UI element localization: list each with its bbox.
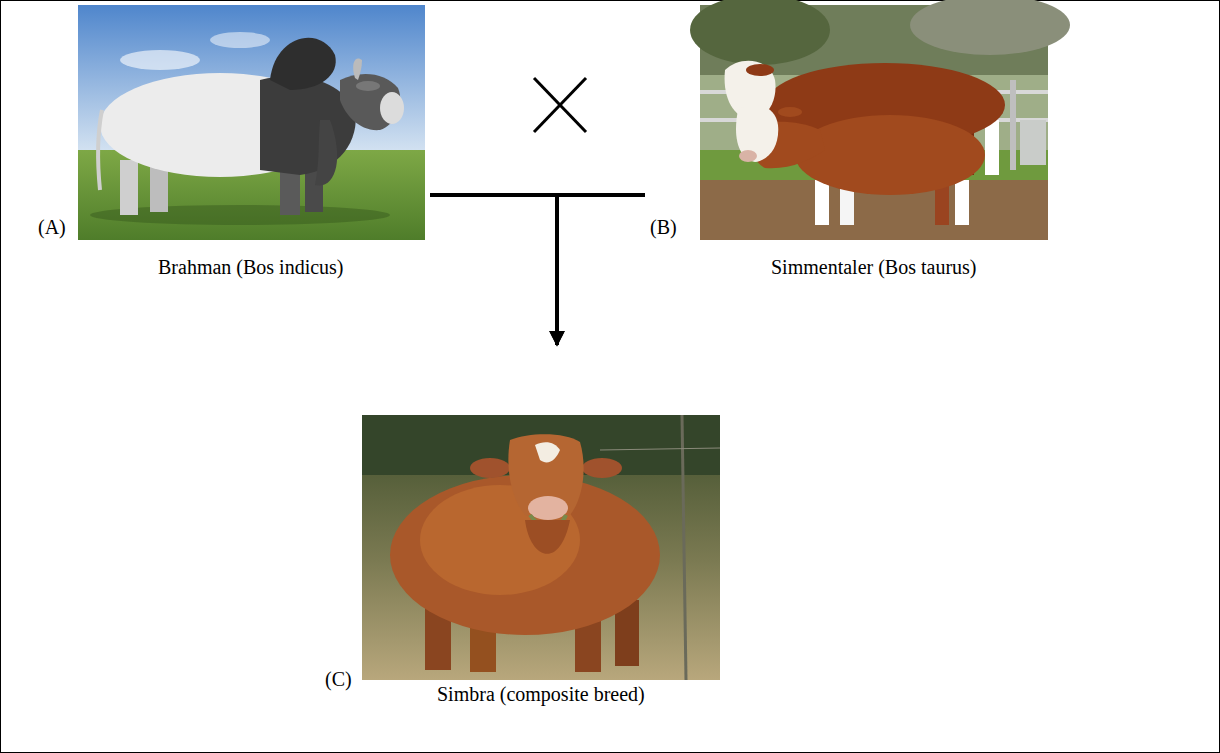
- cross-symbol: [534, 78, 586, 132]
- simbra-photo: [528, 496, 568, 520]
- cross-symbol: [534, 78, 586, 132]
- panel-letter: (B): [650, 215, 677, 239]
- cross-symbol: [534, 78, 586, 132]
- panel-letter: (C): [325, 667, 352, 691]
- simbra-photo: [362, 415, 720, 680]
- simmentaler-photo: [690, 0, 830, 65]
- brahman-photo: [315, 120, 337, 186]
- brahman-photo: [270, 38, 336, 90]
- simmentaler-photo: [815, 180, 829, 225]
- simmentaler-photo: [985, 120, 999, 175]
- breed-caption: Brahman (Bos indicus): [158, 255, 344, 279]
- brahman-photo: [120, 50, 200, 70]
- simbra-photo: [420, 485, 580, 595]
- brahman-photo: [120, 160, 138, 215]
- simmentaler-photo: [690, 0, 1070, 240]
- simmentaler-photo: [910, 0, 1070, 55]
- simmentaler-photo: [778, 107, 802, 117]
- simbra-photo: [362, 415, 720, 680]
- brahman-photo: [78, 5, 425, 240]
- simbra-photo: [525, 520, 570, 554]
- simbra-photo: [470, 458, 510, 478]
- brahman-photo: [210, 32, 270, 48]
- brahman-photo: [98, 110, 102, 190]
- simbra-photo: [535, 442, 560, 462]
- simmentaler-photo: [1010, 80, 1016, 170]
- brahman-photo: [380, 92, 404, 124]
- brahman-photo: [356, 81, 380, 91]
- simmentaler-photo: [955, 180, 969, 225]
- breed-caption: Simbra (composite breed): [437, 682, 645, 706]
- panel-letter: (A): [38, 215, 66, 239]
- breed-panel: (C) Simbra (composite breed): [322, 345, 722, 717]
- simbra-photo: [582, 458, 622, 478]
- simbra-photo: [508, 434, 583, 520]
- simmentaler-photo: [739, 150, 757, 162]
- breed-caption: Simmentaler (Bos taurus): [771, 255, 977, 279]
- simmentaler-photo: [736, 105, 778, 162]
- simmentaler-photo: [795, 115, 985, 195]
- breeding-arrow: [430, 195, 557, 345]
- breed-panel: (B) Simmentaler (Bos taurus): [645, 3, 1050, 295]
- simmentaler-photo: [746, 64, 774, 76]
- brahman-photo: [353, 58, 362, 80]
- simmentaler-photo: [1020, 120, 1046, 165]
- breeding-arrow: [557, 195, 645, 345]
- breed-panel: (A) Brahman (Bos indicus): [35, 3, 430, 295]
- simbra-photo: [682, 415, 686, 680]
- simbra-photo: [600, 448, 720, 450]
